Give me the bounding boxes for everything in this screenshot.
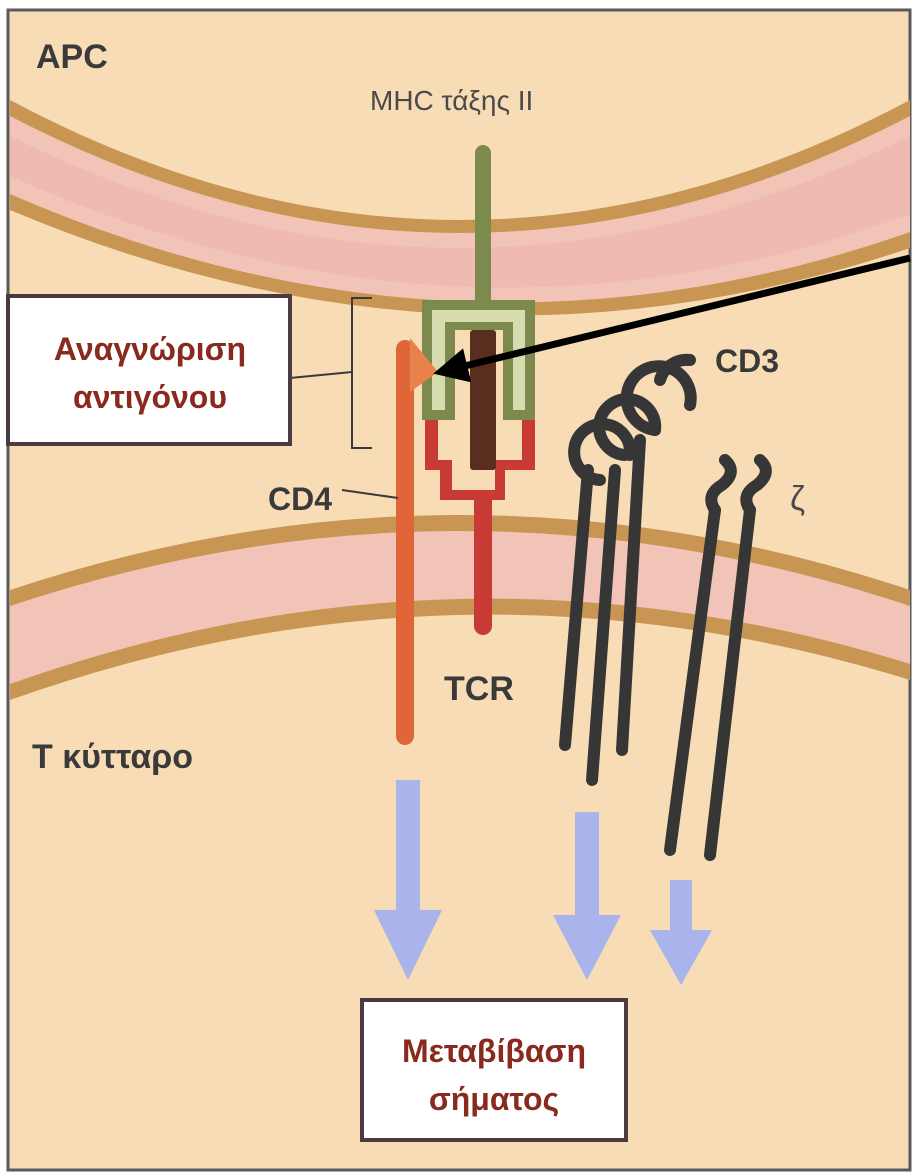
recognition-label-line1: Αναγνώριση (54, 331, 246, 367)
signal-label-line2: σήματος (429, 1081, 559, 1117)
apc-label: APC (36, 38, 108, 76)
cd3-label: CD3 (715, 343, 779, 379)
signal-box (362, 1000, 626, 1140)
signal-label-line1: Μεταβίβαση (402, 1033, 586, 1069)
antigen-peptide (470, 330, 496, 470)
mhc-label: MHC τάξης II (370, 85, 533, 116)
recognition-box (8, 296, 290, 444)
t-cell-label: Τ κύτταρο (32, 738, 193, 776)
recognition-label-line2: αντιγόνου (73, 379, 227, 415)
tcr-label: TCR (444, 670, 514, 708)
cd4-label: CD4 (268, 481, 332, 517)
zeta-label: ζ (790, 480, 805, 518)
